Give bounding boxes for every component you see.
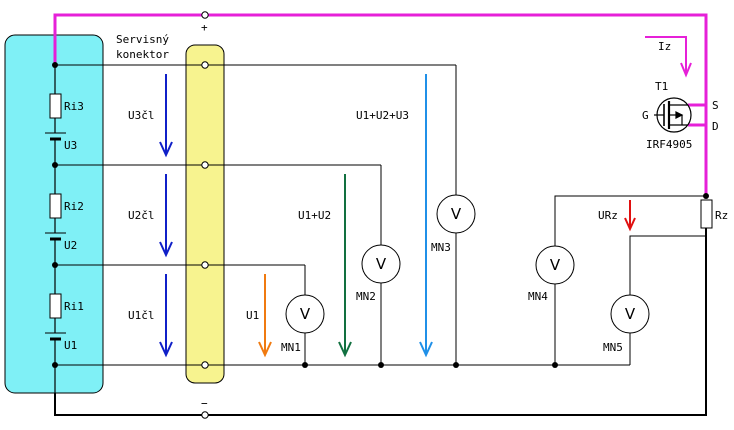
cell-label-u2: U2 xyxy=(64,239,77,252)
connector-label-line1: Servisný xyxy=(116,33,169,46)
battery-cell-icon xyxy=(45,232,66,241)
voltage-label-urz: URz xyxy=(598,209,618,222)
arrow-u1cl xyxy=(159,274,173,358)
gate-label: G xyxy=(642,109,649,122)
arrow-urz xyxy=(624,200,636,232)
resistor-icon xyxy=(49,93,62,119)
resistor-icon xyxy=(49,193,62,219)
voltage-label-u1: U1 xyxy=(246,309,259,322)
circle-v-icon: V xyxy=(535,245,575,285)
battery-cell-icon xyxy=(45,132,66,141)
arrow-u3cl xyxy=(159,74,173,158)
minus-label: − xyxy=(201,397,208,410)
plus-label: + xyxy=(201,21,208,34)
arrow-u1-u2-u3 xyxy=(419,74,433,358)
p-mosfet-icon xyxy=(654,97,692,133)
circle-v-icon: V xyxy=(610,294,650,334)
meter-label-mn4: MN4 xyxy=(528,290,548,303)
svg-text:V: V xyxy=(300,305,311,323)
resistor-icon xyxy=(49,293,62,319)
cell-label-u1: U1 xyxy=(64,339,77,352)
mn4-lead xyxy=(554,195,706,365)
negative-wire xyxy=(54,228,707,416)
voltage-label-u1-u2: U1+U2 xyxy=(298,209,331,222)
svg-text:V: V xyxy=(625,305,636,323)
circle-v-icon: V xyxy=(436,194,476,234)
load-current-label: Iz xyxy=(658,40,671,53)
circle-v-icon: V xyxy=(361,244,401,284)
arrow-u2cl xyxy=(159,174,173,258)
arrow-u1 xyxy=(258,274,272,358)
cell-voltage-u2cl: U2čl xyxy=(128,209,155,222)
meter-label-mn5: MN5 xyxy=(603,341,623,354)
meter-label-mn3: MN3 xyxy=(431,241,451,254)
meter-label-mn2: MN2 xyxy=(356,290,376,303)
resistor-label-ri3: Ri3 xyxy=(64,100,84,113)
cell-voltage-u3cl: U3čl xyxy=(128,109,155,122)
transistor-name: T1 xyxy=(655,80,668,93)
connector-pins xyxy=(201,11,209,419)
battery-cell-icon xyxy=(45,332,66,341)
circle-v-icon: V xyxy=(285,294,325,334)
junction-dots xyxy=(52,62,709,368)
resistor-icon xyxy=(700,199,713,229)
arrow-iz xyxy=(645,36,692,78)
connector-label-line2: konektor xyxy=(116,48,169,61)
svg-text:V: V xyxy=(376,255,387,273)
resistor-label-ri2: Ri2 xyxy=(64,200,84,213)
cell-voltage-u1cl: U1čl xyxy=(128,309,155,322)
cell-label-u3: U3 xyxy=(64,139,77,152)
svg-text:V: V xyxy=(550,256,561,274)
transistor-part: IRF4905 xyxy=(646,138,692,151)
svg-text:V: V xyxy=(451,205,462,223)
source-label: S xyxy=(712,99,719,112)
service-connector-box xyxy=(185,44,225,384)
arrow-u1-u2 xyxy=(338,174,352,358)
drain-label: D xyxy=(712,120,719,133)
load-resistor-label: Rz xyxy=(715,209,728,222)
voltage-label-u1-u2-u3: U1+U2+U3 xyxy=(356,109,409,122)
resistor-label-ri1: Ri1 xyxy=(64,300,84,313)
meter-label-mn1: MN1 xyxy=(281,341,301,354)
